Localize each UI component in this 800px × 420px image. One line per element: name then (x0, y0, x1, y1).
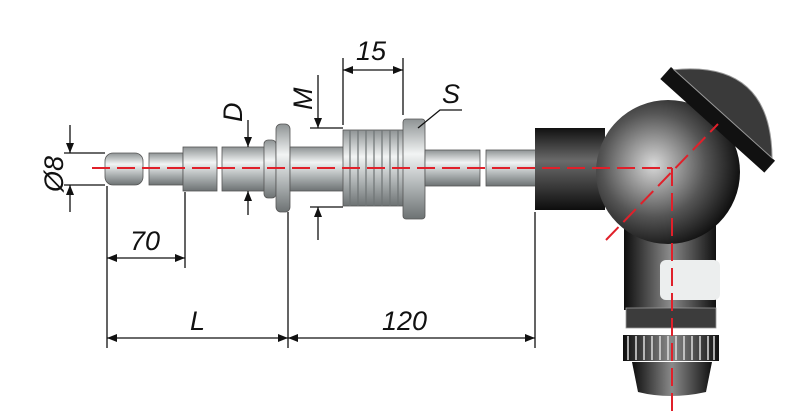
connection-head (535, 67, 776, 396)
label-wrench-size: S (442, 79, 460, 109)
label-diameter: D (218, 103, 248, 123)
label-tip-diameter: Ø8 (39, 156, 69, 193)
label-immersion-length: L (190, 306, 205, 336)
label-window (660, 260, 720, 300)
label-thread-length: 15 (356, 36, 387, 66)
label-tip-length: 70 (130, 226, 160, 256)
label-neck-length: 120 (382, 306, 427, 336)
label-thread: M (288, 87, 318, 110)
dimension-lines (64, 58, 536, 348)
cover-axis (605, 123, 719, 241)
